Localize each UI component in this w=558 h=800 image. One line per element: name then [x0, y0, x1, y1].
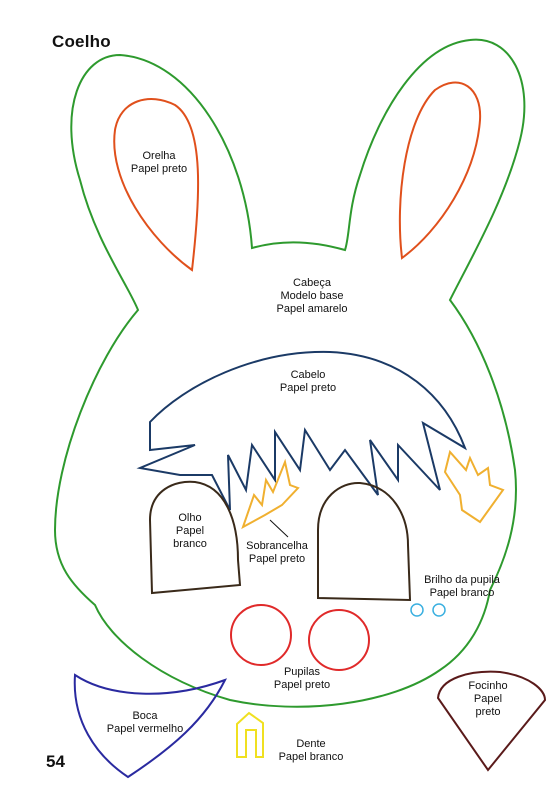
- left-ear: [113, 97, 200, 272]
- right-eyebrow: [443, 449, 505, 524]
- pupil-shine-left: [410, 603, 424, 617]
- eyebrow-pointer-line: [269, 519, 289, 538]
- page-number: 54: [46, 752, 65, 771]
- head-outline: [53, 38, 526, 708]
- left-eyebrow: [241, 458, 300, 530]
- mouth-shape: [73, 673, 228, 779]
- snout-shape: [436, 670, 547, 772]
- tooth-shape: [236, 711, 264, 758]
- hair-shape: [136, 350, 467, 511]
- page-title: Coelho: [52, 32, 111, 51]
- pupil-shine-right: [432, 603, 446, 617]
- left-eye: [148, 480, 242, 595]
- right-pupil: [308, 609, 370, 671]
- left-pupil: [230, 604, 292, 666]
- right-eye: [317, 481, 412, 602]
- right-ear: [398, 81, 482, 260]
